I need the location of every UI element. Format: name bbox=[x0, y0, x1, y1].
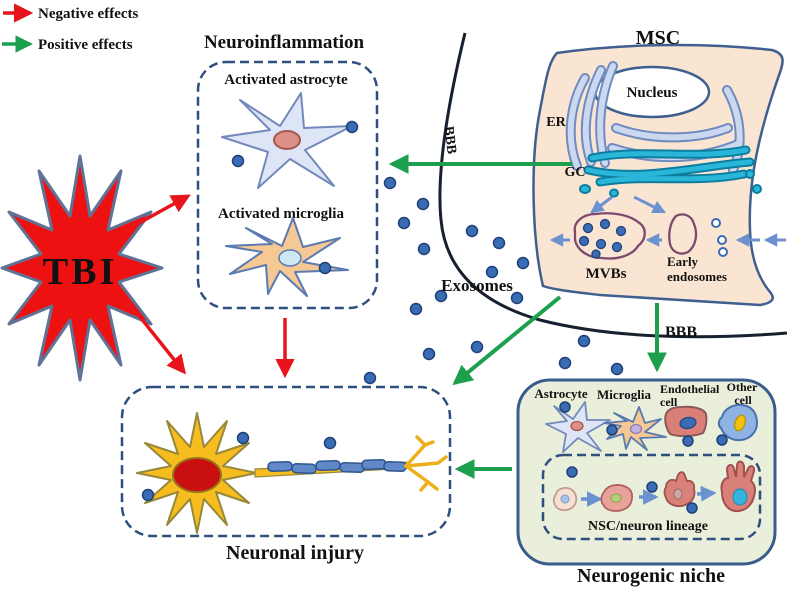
lineage-cell-1-nucleus bbox=[560, 494, 570, 504]
lineage-arrow-3 bbox=[696, 485, 717, 502]
nsc-lineage-label: NSC/neuron lineage bbox=[588, 519, 708, 534]
tbi-star: TBI bbox=[0, 154, 164, 382]
niche-other-nucleus bbox=[733, 414, 747, 432]
bbb-label-right: BBB bbox=[665, 324, 697, 341]
tbi-label: TBI bbox=[43, 251, 117, 293]
mvbs-label: MVBs bbox=[586, 266, 627, 282]
niche-title: Neurogenic niche bbox=[577, 565, 725, 587]
lineage-cell-2-nucleus bbox=[610, 493, 622, 503]
legend: Negative effects Positive effects bbox=[2, 3, 139, 53]
golgi-structure-inner bbox=[585, 147, 753, 185]
niche-astrocyte-nucleus bbox=[570, 420, 584, 432]
activated-astrocyte-label: Activated astrocyte bbox=[224, 72, 348, 88]
endocytic-vesicles bbox=[711, 218, 728, 257]
tbi-star-shape bbox=[0, 154, 164, 382]
arrow-msc-to-injury bbox=[452, 295, 562, 386]
niche-other-label-2: cell bbox=[734, 393, 752, 407]
neuronal-injury-panel bbox=[120, 385, 452, 538]
activated-astrocyte-nucleus bbox=[273, 130, 301, 150]
neuroinflammation-box bbox=[196, 60, 379, 310]
niche-astrocyte-label: Astrocyte bbox=[534, 386, 587, 401]
nsc-lineage-box bbox=[541, 453, 762, 541]
golgi-arrows bbox=[590, 195, 667, 214]
lineage-cell-3-nucleus bbox=[673, 488, 683, 500]
neuroinflammation-panel: Activated astrocyte Activated microglia bbox=[196, 60, 379, 310]
arrow-tbi-to-injury bbox=[126, 300, 187, 375]
exosomes-label: Exosomes bbox=[441, 276, 513, 295]
msc-title: MSC bbox=[636, 27, 680, 49]
neurogenic-niche: Astrocyte Microglia Endothelial cell Oth… bbox=[516, 378, 777, 566]
negative-effect-arrows bbox=[126, 194, 295, 379]
niche-endothelial-nucleus bbox=[679, 416, 697, 430]
er-label: ER bbox=[546, 115, 566, 130]
mvb-vesicles bbox=[578, 218, 627, 259]
msc-nucleus-label: Nucleus bbox=[627, 85, 678, 101]
negative-effects-label: Negative effects bbox=[38, 6, 139, 22]
gc-label: GC bbox=[565, 165, 586, 180]
neuroinflammation-title: Neuroinflammation bbox=[204, 32, 365, 53]
axon-terminal bbox=[404, 435, 448, 492]
bbb-curve bbox=[438, 32, 787, 339]
neuron-nucleus bbox=[172, 457, 222, 493]
bbb-label-left: BBB bbox=[440, 125, 458, 155]
positive-effect-arrows bbox=[388, 154, 667, 479]
niche-endothelial-label-2: cell bbox=[660, 395, 678, 409]
early-endosome-body bbox=[668, 213, 698, 255]
activated-microglia-label: Activated microglia bbox=[218, 206, 344, 222]
msc-cell: Nucleus ER bbox=[532, 43, 784, 307]
niche-other-label-1: Other bbox=[727, 380, 758, 394]
arrow-tbi-to-neuroinflammation bbox=[131, 194, 191, 229]
niche-microglia-nucleus bbox=[629, 423, 643, 435]
golgi-vesicles bbox=[579, 169, 762, 198]
activated-microglia-nucleus bbox=[278, 249, 302, 267]
exosome-dots bbox=[141, 120, 728, 514]
myelin-segments bbox=[267, 458, 407, 475]
niche-microglia-label: Microglia bbox=[597, 387, 651, 402]
er-structure-inner bbox=[567, 63, 743, 173]
niche-endothelial-label-1: Endothelial bbox=[660, 382, 720, 396]
early-endosomes-label-1: Early bbox=[667, 254, 699, 269]
positive-effects-label: Positive effects bbox=[38, 37, 133, 53]
early-endosomes-label-2: endosomes bbox=[667, 269, 727, 284]
neuronal-injury-box bbox=[120, 385, 452, 538]
neuronal-injury-title: Neuronal injury bbox=[226, 542, 364, 564]
lineage-cell-4-nucleus bbox=[732, 488, 748, 506]
